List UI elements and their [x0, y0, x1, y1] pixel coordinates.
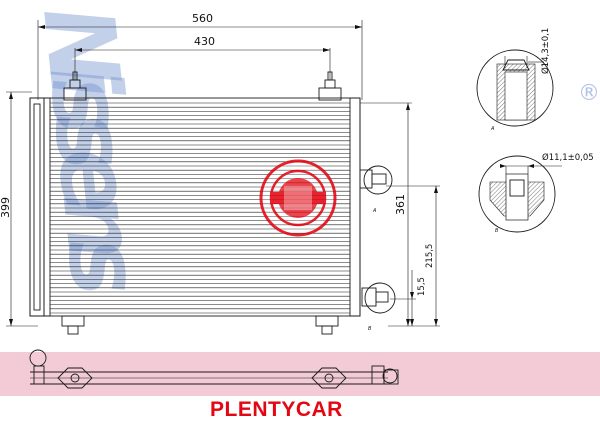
- dim-diameter-14-3-label: Ø14,3±0,1: [540, 28, 551, 74]
- bottom-mount-left: [61, 315, 85, 335]
- watermark-text-rotated: Nissens: [21, 1, 163, 301]
- detail-a: Ø14,3±0,1 A: [476, 28, 554, 132]
- watermark-group: Nissens: [21, 1, 163, 301]
- dim-lower-port-height: 215,5: [386, 185, 440, 327]
- watermark-registered-symbol: ®: [578, 81, 600, 106]
- detail-a-mark: A: [490, 126, 495, 132]
- dim-overall-height: 399: [0, 91, 38, 327]
- detail-mark-b-lower: B: [368, 326, 372, 332]
- dim-diameter-11-1-label: Ø11,1±0,05: [542, 152, 594, 163]
- quality-stamp: [259, 159, 337, 237]
- brand-label: PLENTYCAR: [210, 398, 343, 421]
- dim-560-label: 560: [192, 12, 213, 25]
- dim-core-height: 361: [360, 102, 412, 327]
- top-mount-left: [63, 71, 87, 101]
- side-view: [29, 349, 399, 389]
- dim-361-label: 361: [394, 194, 407, 215]
- bottom-mount-right: [315, 315, 339, 335]
- dim-bottom-port-height: 15,5: [390, 270, 427, 326]
- dim-overall-width: 560: [37, 12, 363, 100]
- lower-fitting: B: [361, 282, 396, 332]
- dim-215-5-label: 215,5: [425, 244, 435, 268]
- detail-b: Ø11,1±0,05 B: [478, 152, 594, 234]
- dim-mount-spacing: 430: [74, 35, 331, 80]
- dim-399-label: 399: [0, 197, 12, 218]
- side-view-band: [0, 352, 600, 396]
- upper-fitting: A: [359, 165, 393, 214]
- detail-mark-a-upper: A: [372, 208, 377, 214]
- detail-b-mark: B: [495, 228, 499, 234]
- dim-15-5-label: 15,5: [417, 277, 427, 296]
- dim-430-label: 430: [194, 35, 215, 48]
- top-mount-right: [318, 71, 342, 101]
